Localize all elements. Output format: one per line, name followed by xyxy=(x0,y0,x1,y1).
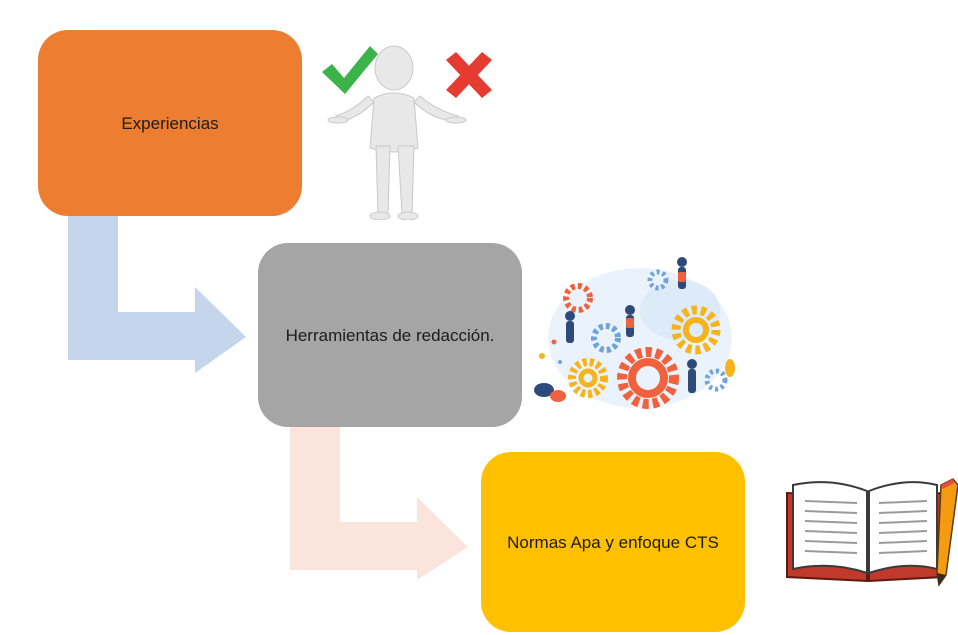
cross-icon xyxy=(446,52,492,98)
step-herramientas-label: Herramientas de redacción. xyxy=(285,325,495,345)
pencil-icon xyxy=(936,478,958,587)
gear-yellow-left xyxy=(568,358,608,398)
step-experiencias: Experiencias xyxy=(38,30,302,216)
bent-arrow-2-shape xyxy=(290,427,468,580)
step-normas-apa-label: Normas Apa y enfoque CTS xyxy=(507,532,719,552)
book-pencil-icon xyxy=(786,478,958,587)
person-choice-icon xyxy=(322,45,492,220)
gear-orange-top xyxy=(563,283,593,313)
step-experiencias-label: Experiencias xyxy=(121,113,219,133)
gear-yellow-right xyxy=(671,305,721,355)
step-herramientas: Herramientas de redacción. xyxy=(258,243,522,427)
bent-arrow-1-shape xyxy=(68,216,246,373)
gear-blue xyxy=(591,269,728,392)
teamwork-gears-icon xyxy=(534,257,735,409)
check-icon xyxy=(322,46,378,94)
step-normas-apa: Normas Apa y enfoque CTS xyxy=(481,452,745,632)
gear-orange-large xyxy=(617,347,679,409)
